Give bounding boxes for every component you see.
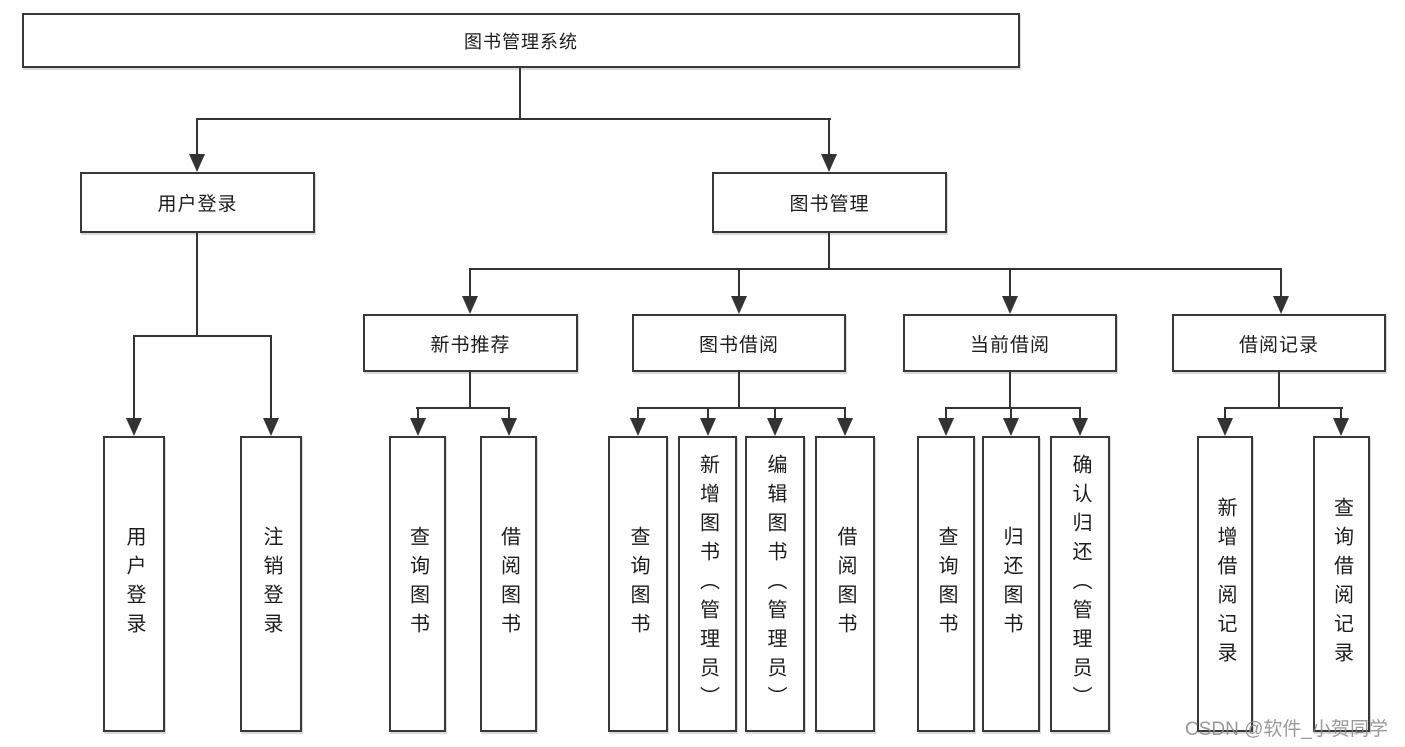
leaf-user-login: 用户登录 xyxy=(103,436,165,732)
node-label: 借阅图书 xyxy=(834,526,856,642)
arrowhead xyxy=(821,154,837,172)
arrowhead xyxy=(630,418,646,436)
arrowhead xyxy=(126,418,142,436)
arrowhead xyxy=(1333,418,1349,436)
leaf-query-borrow-record: 查询借阅记录 xyxy=(1313,436,1370,732)
node-label: 查询图书 xyxy=(935,526,957,642)
connector-line xyxy=(270,335,272,419)
node-user-login: 用户登录 xyxy=(80,172,315,233)
node-label: 确认归还（管理员） xyxy=(1069,453,1091,715)
arrowhead xyxy=(1002,296,1018,314)
connector-line xyxy=(1278,372,1280,407)
node-new-book-recommend: 新书推荐 xyxy=(363,314,578,372)
connector-line xyxy=(416,407,510,409)
arrowhead xyxy=(1003,418,1019,436)
connector-line xyxy=(133,335,272,337)
connector-line xyxy=(1224,407,1226,419)
arrowhead xyxy=(1072,418,1088,436)
node-borrow-records: 借阅记录 xyxy=(1172,314,1386,372)
node-label: 新增借阅记录 xyxy=(1214,497,1236,671)
leaf-borrow-books-1: 借阅图书 xyxy=(480,436,537,732)
csdn-watermark: CSDN @软件_小贺同学 xyxy=(1185,719,1388,740)
connector-line xyxy=(738,372,740,407)
connector-line xyxy=(519,68,521,118)
connector-line xyxy=(469,268,471,298)
leaf-add-borrow-record: 新增借阅记录 xyxy=(1197,436,1253,732)
arrowhead xyxy=(700,418,716,436)
node-label: 查询图书 xyxy=(627,526,649,642)
connector-line xyxy=(637,407,639,419)
node-label: 图书管理系统 xyxy=(464,31,578,52)
connector-line xyxy=(196,118,831,120)
connector-line xyxy=(1079,407,1081,419)
arrowhead xyxy=(263,418,279,436)
arrowhead xyxy=(1217,418,1233,436)
leaf-confirm-return-admin: 确认归还（管理员） xyxy=(1050,436,1110,732)
connector-line xyxy=(508,407,510,419)
connector-line xyxy=(1280,268,1282,298)
leaf-query-books-2: 查询图书 xyxy=(608,436,668,732)
arrowhead xyxy=(189,154,205,172)
connector-line xyxy=(844,407,846,419)
leaf-borrow-books-2: 借阅图书 xyxy=(815,436,875,732)
arrowhead xyxy=(837,418,853,436)
arrowhead xyxy=(501,418,517,436)
node-label: 图书借阅 xyxy=(698,334,779,356)
arrowhead xyxy=(1273,296,1289,314)
connector-line xyxy=(774,407,776,419)
connector-line xyxy=(417,407,419,419)
node-current-borrowing: 当前借阅 xyxy=(903,314,1117,372)
node-label: 新书推荐 xyxy=(430,334,511,356)
connector-line xyxy=(1009,268,1011,298)
node-label: 注销登录 xyxy=(260,526,282,642)
node-book-management: 图书管理 xyxy=(712,172,947,233)
arrowhead xyxy=(767,418,783,436)
node-label: 归还图书 xyxy=(1000,526,1022,642)
arrowhead xyxy=(410,418,426,436)
connector-line xyxy=(707,407,709,419)
node-label: 编辑图书（管理员） xyxy=(764,453,786,715)
node-label: 用户登录 xyxy=(123,526,145,642)
leaf-query-books-1: 查询图书 xyxy=(389,436,446,732)
leaf-edit-books-admin: 编辑图书（管理员） xyxy=(745,436,805,732)
arrowhead xyxy=(462,296,478,314)
connector-line xyxy=(469,268,1282,270)
connector-line xyxy=(828,233,830,268)
connector-line xyxy=(1224,407,1343,409)
arrowhead xyxy=(938,418,954,436)
node-book-borrowing: 图书借阅 xyxy=(632,314,846,372)
leaf-return-books: 归还图书 xyxy=(982,436,1040,732)
connector-line xyxy=(196,118,198,156)
leaf-add-books-admin: 新增图书（管理员） xyxy=(678,436,737,732)
connector-line xyxy=(133,335,135,419)
node-library-management-system: 图书管理系统 xyxy=(22,13,1020,68)
node-label: 查询借阅记录 xyxy=(1330,497,1353,671)
connector-line xyxy=(738,268,740,298)
connector-line xyxy=(196,233,198,335)
node-label: 图书管理 xyxy=(789,194,870,215)
node-label: 当前借阅 xyxy=(969,334,1050,356)
node-label: 借阅记录 xyxy=(1238,334,1319,356)
connector-line xyxy=(637,407,846,409)
connector-line xyxy=(1010,407,1012,419)
connector-line xyxy=(469,372,471,407)
connector-line xyxy=(1340,407,1342,419)
leaf-logout: 注销登录 xyxy=(240,436,302,732)
connector-line xyxy=(945,407,947,419)
leaf-query-books-3: 查询图书 xyxy=(917,436,975,732)
node-label: 用户登录 xyxy=(157,194,238,215)
node-label: 新增图书（管理员） xyxy=(696,453,719,715)
node-label: 查询图书 xyxy=(406,526,429,642)
arrowhead xyxy=(731,296,747,314)
connector-line xyxy=(945,407,1081,409)
connector-line xyxy=(828,118,830,156)
node-label: 借阅图书 xyxy=(497,526,520,642)
connector-line xyxy=(1009,372,1011,407)
